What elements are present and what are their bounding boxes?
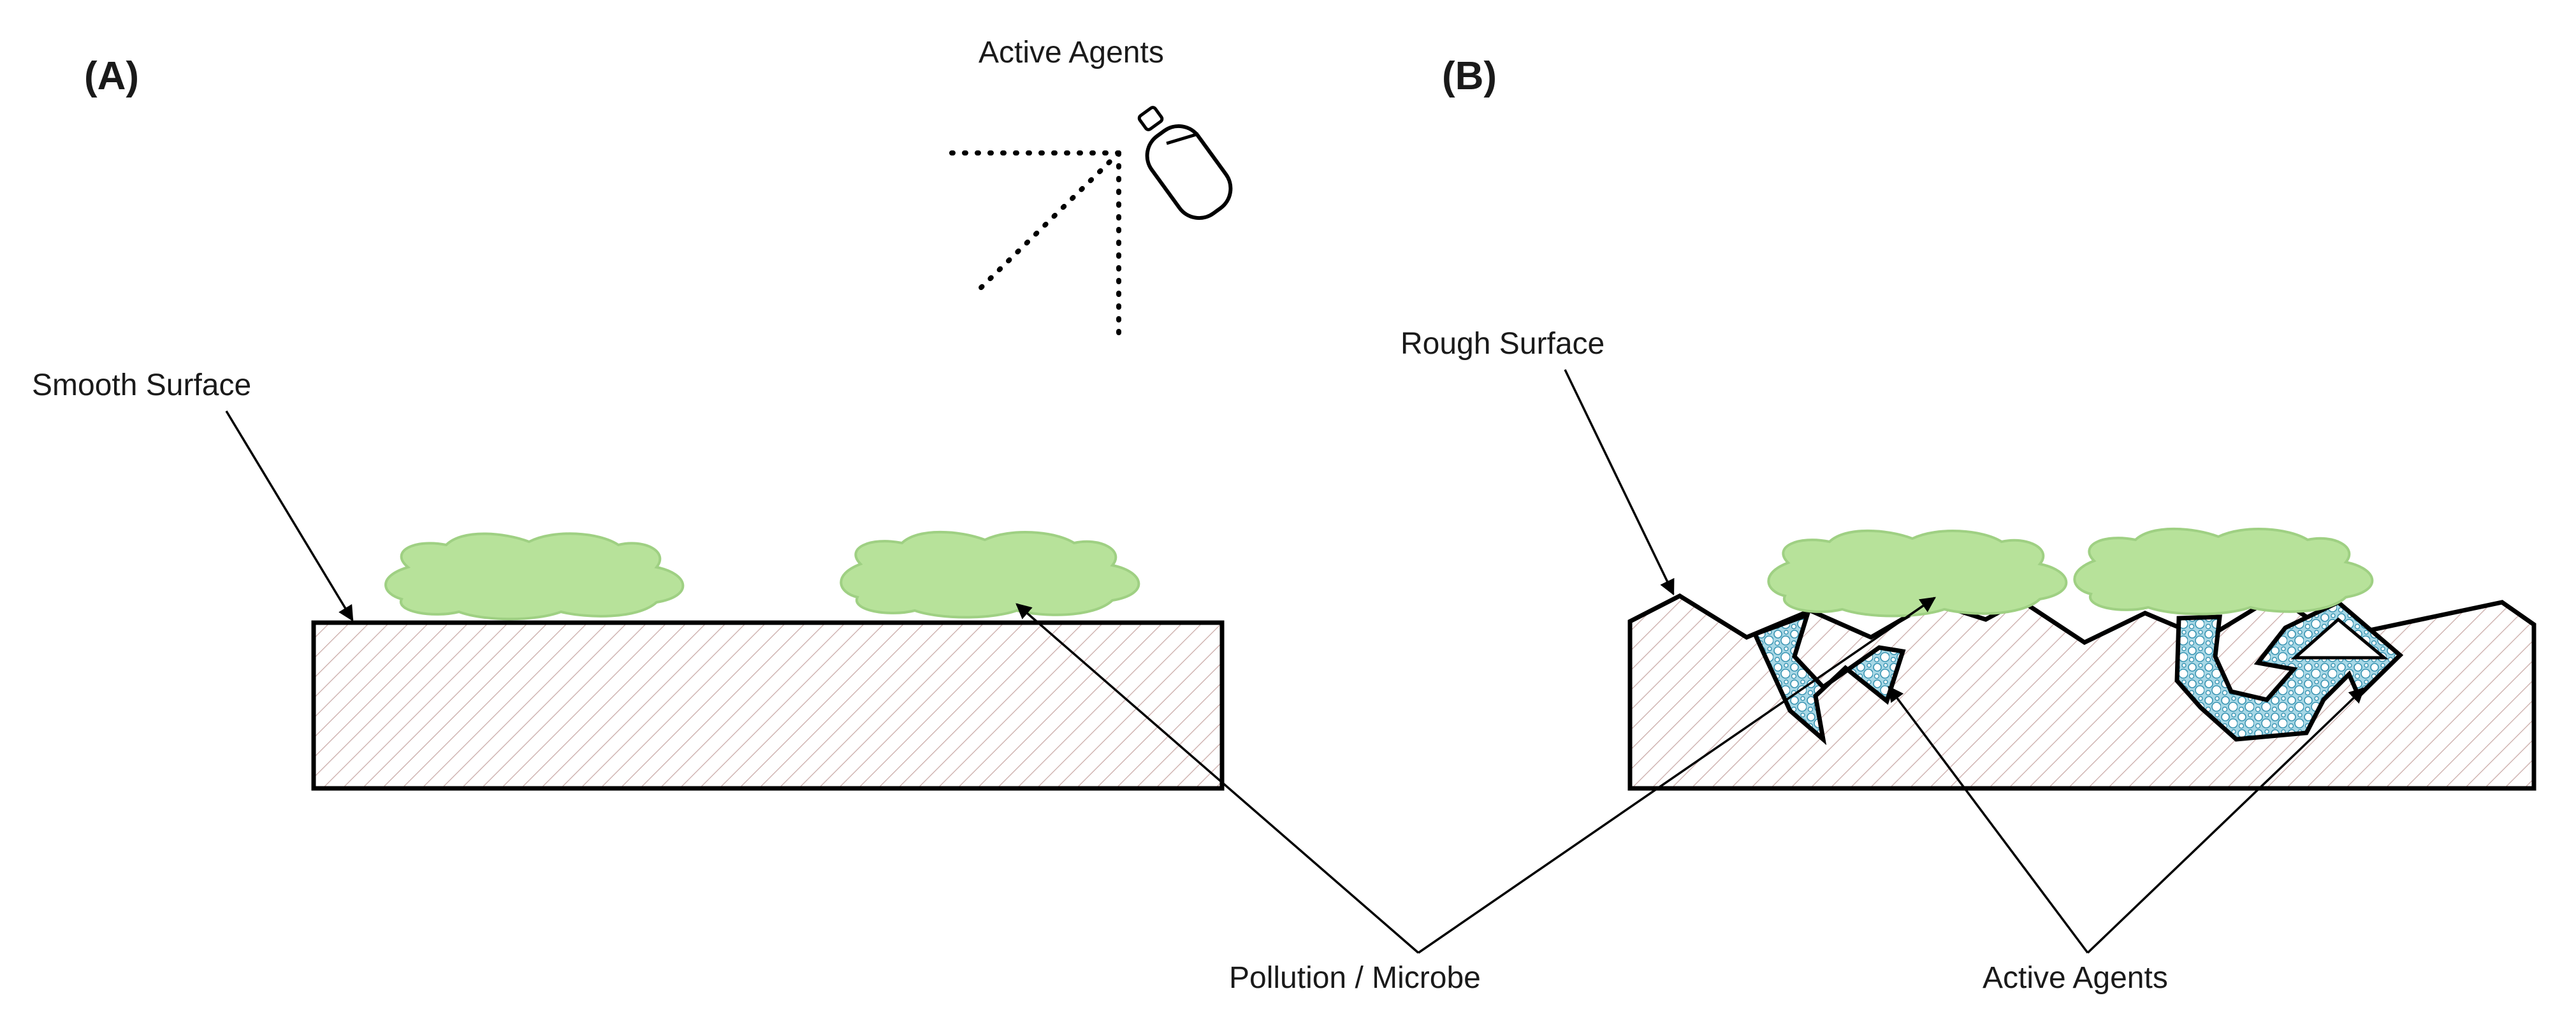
rough-surface-label: Rough Surface (1401, 327, 1605, 361)
spray-agents-label: Active Agents (979, 36, 1164, 69)
agents-arrow-a (1888, 686, 2089, 954)
active-agent-crevice (2174, 599, 2404, 742)
panel-label-b: (B) (1442, 54, 1497, 98)
rough-surface-arrow (1564, 369, 1675, 596)
active-agent-crevice (1752, 611, 1906, 746)
smooth-surface-label: Smooth Surface (32, 368, 251, 402)
panel-label-a: (A) (84, 54, 139, 98)
microbe-cluster (2073, 527, 2374, 616)
pollution-arrow-a (1015, 603, 1420, 954)
microbe-cluster (1767, 529, 2068, 618)
microbe-cluster (384, 532, 685, 621)
pollution-arrow-b (1418, 597, 1937, 954)
smooth-surface-arrow (225, 410, 354, 622)
microbe-cluster (840, 530, 1140, 619)
rough-surface-block (1627, 593, 2536, 791)
agents-arrow-b (2086, 687, 2365, 954)
active-agents-label: Active Agents (1983, 961, 2168, 995)
pollution-microbe-label: Pollution / Microbe (1229, 961, 1481, 995)
spray-can-icon (1137, 106, 1233, 221)
smooth-surface-block (311, 620, 1225, 791)
spray-dots (947, 150, 1121, 344)
